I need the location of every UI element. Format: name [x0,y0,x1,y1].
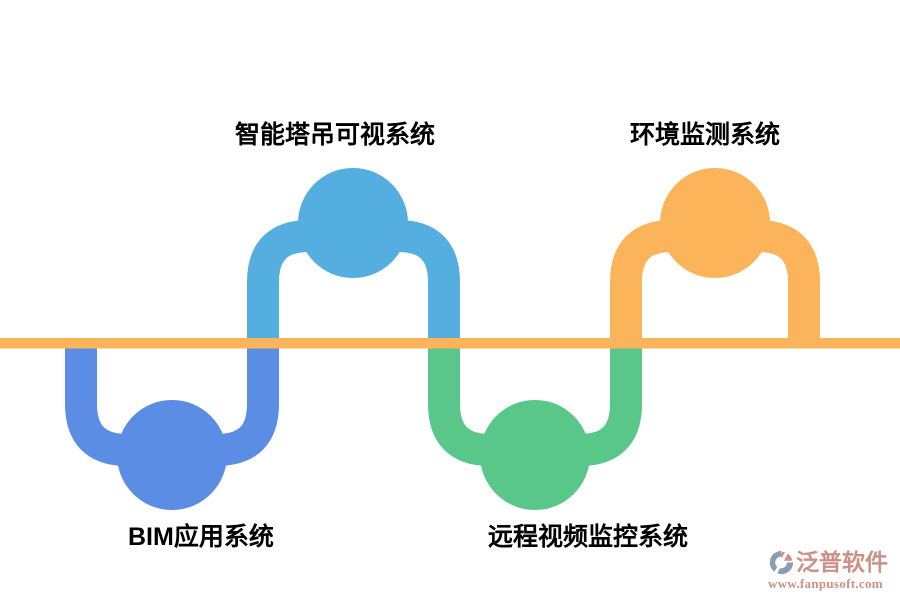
label-remote-video: 远程视频监控系统 [488,523,689,551]
watermark: 泛普软件 www.fanpusoft.com [768,549,894,592]
label-bim: BIM应用系统 [128,523,274,551]
label-environment: 环境监测系统 [630,121,781,149]
watermark-brand: 泛普软件 [796,548,888,575]
node-circle-bim [117,400,227,510]
label-tower-crane: 智能塔吊可视系统 [235,121,436,149]
node-circle-tower-crane [298,168,408,278]
baseline [0,338,900,349]
node-circle-remote-video [480,400,590,510]
fanpu-logo-icon [769,550,794,575]
watermark-url: www.fanpusoft.com [768,576,883,591]
node-circle-environment [660,168,770,278]
